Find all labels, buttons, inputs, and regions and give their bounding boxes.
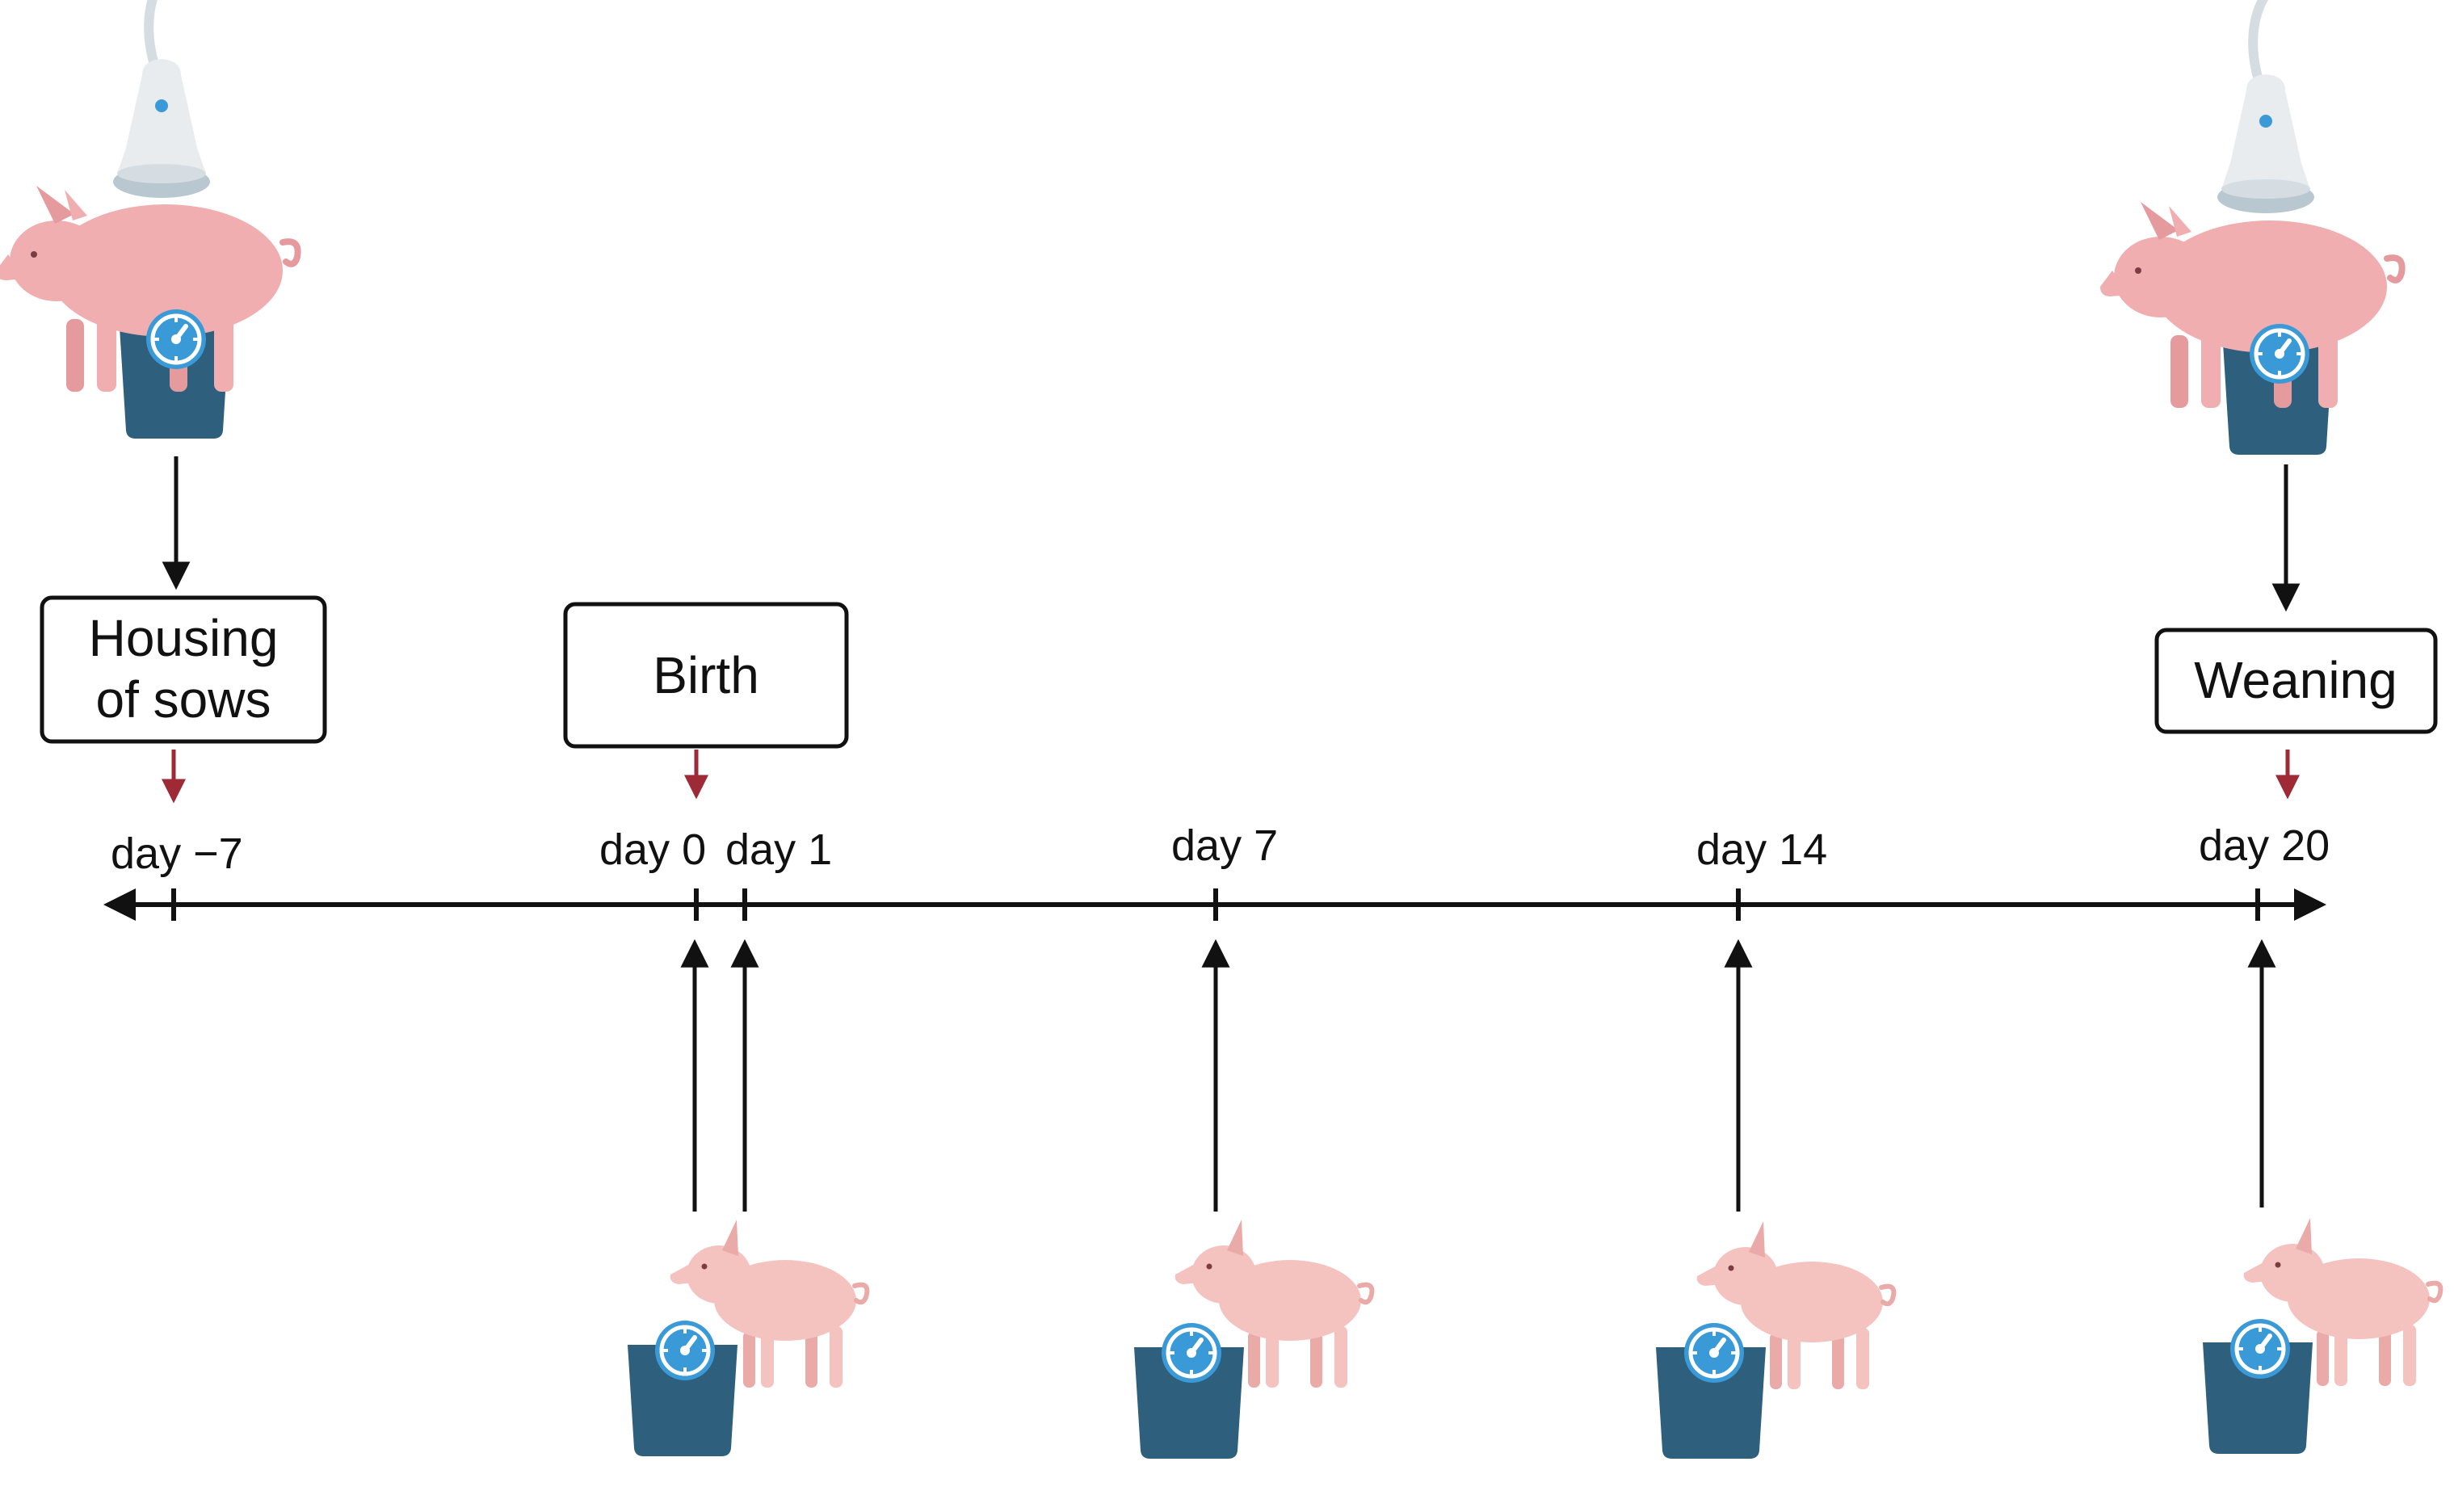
day-label-0: day 0 (599, 825, 706, 874)
scale-dial-icon (146, 309, 206, 369)
timeline-left-arrowhead-icon (103, 888, 136, 921)
event-box-weaning: Weaning (2154, 628, 2438, 734)
timeline-right-arrowhead-icon (2294, 888, 2326, 921)
scale-dial-icon (655, 1321, 715, 1380)
scale-dial-icon (1162, 1323, 1221, 1383)
event-label-housing-line-2: of sows (96, 670, 271, 729)
scale-dial-icon (2230, 1319, 2290, 1379)
ultrasound-probe-icon (113, 0, 210, 198)
event-box-housing: Housing of sows (40, 595, 327, 744)
day-label-14: day 14 (1696, 825, 1827, 874)
piglet-station-day-20 (2203, 1218, 2440, 1454)
piglet-station-day-0-1 (628, 1220, 867, 1456)
sow-station-housing (0, 0, 298, 439)
day-label-1: day 1 (725, 825, 832, 874)
event-label-weaning: Weaning (2194, 651, 2397, 709)
event-label-birth: Birth (653, 646, 759, 704)
scale-dial-icon (1684, 1323, 1744, 1383)
day-label-7: day 7 (1171, 821, 1278, 870)
scale-dial-icon (2250, 324, 2309, 384)
ultrasound-probe-icon (2217, 0, 2314, 213)
event-box-birth: Birth (563, 602, 849, 749)
piglet-station-day-14 (1656, 1221, 1893, 1459)
event-label-housing-line-1: Housing (89, 609, 279, 667)
day-label-minus-7: day −7 (111, 830, 243, 878)
sow-station-weaning (2100, 0, 2402, 455)
day-label-20: day 20 (2199, 821, 2330, 870)
piglet-station-day-7 (1134, 1220, 1372, 1459)
